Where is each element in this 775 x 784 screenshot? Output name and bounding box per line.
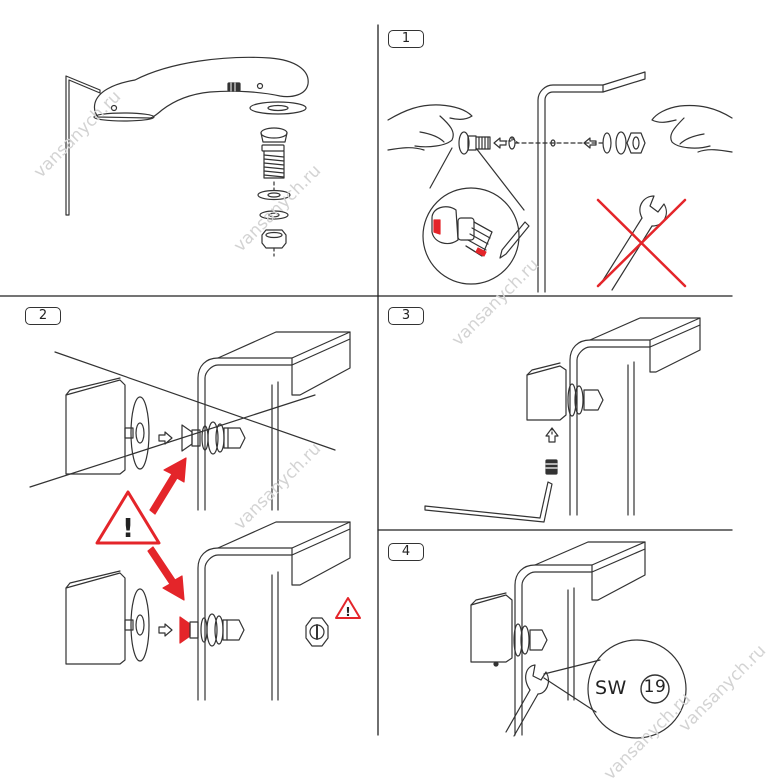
wrench-panel-4 [505,664,550,737]
warning-triangle-icon: ! [95,490,161,545]
fitting-bottom [179,613,245,647]
panel-1-right-parts [550,131,646,155]
red-arrow-up [149,457,187,515]
panel-4-assembly [470,541,687,739]
faucet-block-panel-4 [470,592,548,667]
panel-3-assembly [424,317,701,523]
small-warning-mark: ! [345,605,350,619]
mounting-bracket [537,84,604,293]
faucet-body [93,56,309,119]
faucet-base [93,112,155,122]
step-3-label: 3 [388,307,424,325]
mounting-parts-stack [249,101,307,257]
panel-1-assembly [387,71,733,293]
push-arrow-left [493,137,507,149]
bracket-bottom [197,521,351,701]
push-arrow-right-2 [583,137,597,149]
fitting-top [181,421,246,455]
faucet-block-panel-3 [526,362,604,421]
spanner-size-prefix: SW [595,677,627,699]
set-screw-icon [227,82,241,92]
spanner-size-circle [640,674,670,704]
threaded-stud [263,150,285,179]
cross-out-line-1 [54,351,336,451]
panel-1-left-parts [458,131,516,155]
pen-icon [499,221,530,259]
left-hand [387,104,473,151]
bracket-panel-3 [569,317,701,516]
bracket-panel-4 [514,541,646,736]
warning-mark: ! [122,514,134,544]
zoom-seal-parts [431,206,493,257]
panel-2-assembly: ! [29,331,361,701]
zoom-detail [422,147,530,285]
overview-faucet-exploded [65,56,309,257]
push-arrow-up-3 [545,427,559,443]
set-screw-panel-3 [545,459,558,475]
step-2-label: 2 [25,307,61,325]
step-4-label: 4 [388,543,424,561]
step-1-label: 1 [388,30,424,48]
spanner-size-callout [587,639,687,739]
panel-dividers [0,24,733,736]
nut-detail-icon [305,617,329,647]
right-hand [651,104,733,153]
bracket-top [197,331,351,511]
small-warning-icon: ! [335,597,361,619]
cross-out-line-2 [29,394,316,488]
hex-nut-icon [261,229,287,249]
faucet-block-bottom [65,570,150,665]
faucet-block-top [65,377,150,475]
spanner-size-number: 19 [643,677,667,697]
push-arrow-right [505,137,519,144]
hex-key-icon [65,75,101,216]
push-arrow-bottom [158,623,173,637]
forbidden-wrench [596,195,687,291]
hex-key-panel-3 [424,481,553,523]
red-arrow-down [147,546,185,601]
